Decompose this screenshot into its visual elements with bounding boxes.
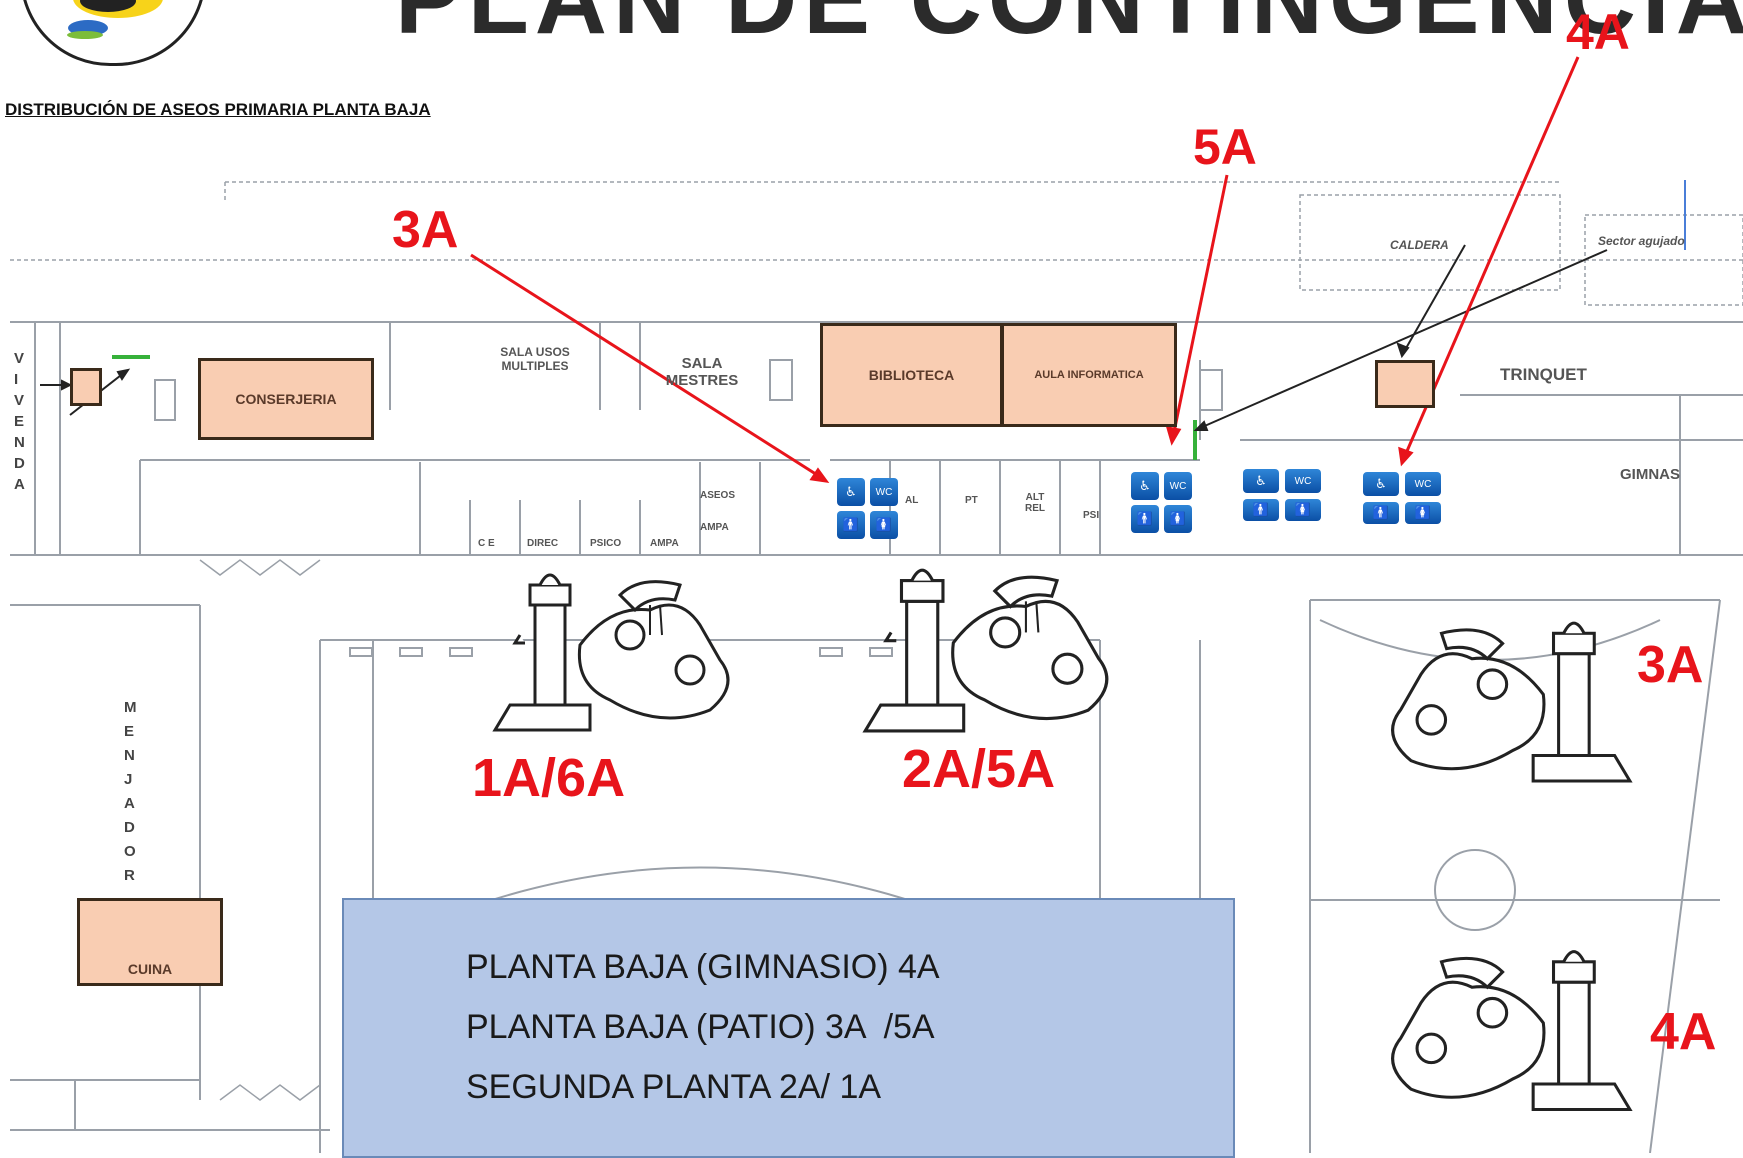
page-title: PLAN DE CONTINGENCIA [395, 0, 1743, 57]
room-aula-informatica: AULA INFORMATICA [1001, 323, 1177, 427]
info-line-1: PLANTA BAJA (GIMNASIO) 4A [466, 948, 940, 986]
info-line-2: PLANTA BAJA (PATIO) 3A /5A [466, 1008, 935, 1046]
marker-5a-arrow: 5A [1193, 119, 1257, 175]
room-cuina: CUINA [77, 898, 223, 986]
plan-subtitle: DISTRIBUCIÓN DE ASEOS PRIMARIA PLANTA BA… [5, 100, 431, 119]
marker-4a-arrow: 4A [1566, 4, 1630, 60]
label-direc: DIREC [527, 538, 559, 549]
wheelchair-icon: ♿ [1363, 472, 1399, 496]
label-pt: PT [965, 495, 978, 506]
label-sala-mestres: SALA MESTRES [665, 355, 739, 389]
room-caldera-box [1375, 360, 1435, 408]
marker-3a-arrow: 3A [392, 201, 459, 259]
handwash-fountain-icon-1 [492, 573, 730, 732]
wheelchair-icon: ♿ [1243, 469, 1279, 493]
label-al: AL [905, 495, 919, 506]
man-icon: 🚹 [1243, 499, 1279, 521]
handwash-fountain-icon-3 [1391, 621, 1633, 783]
room-conserjeria: CONSERJERIA [198, 358, 374, 440]
toilet-group-4a: ♿ WC 🚹 🚺 [1363, 472, 1441, 524]
wc-icon: WC [1164, 472, 1192, 500]
handwash-fountain-icon-4 [1391, 950, 1633, 1112]
handwash-fountain-icon-2 [862, 568, 1109, 733]
label-ampa2: AMPA [650, 538, 679, 549]
label-ampa: AMPA [700, 522, 729, 533]
man-icon: 🚹 [837, 511, 865, 539]
woman-icon: 🚺 [1164, 505, 1192, 533]
woman-icon: 🚺 [870, 511, 898, 539]
label-caldera: CALDERA [1390, 238, 1449, 252]
label-alt-rel: ALT REL [1025, 492, 1045, 514]
wc-icon: WC [870, 478, 898, 506]
toilet-group-3a: ♿ WC 🚹 🚺 [837, 478, 898, 539]
marker-2a5a: 2A/5A [902, 739, 1056, 799]
label-sala-usos: SALA USOS MULTIPLES [500, 345, 570, 373]
toilet-group-5a: ♿ WC 🚹 🚺 [1131, 472, 1192, 533]
woman-icon: 🚺 [1405, 502, 1441, 524]
toilet-group-gym-1: ♿ WC 🚹 🚺 [1243, 469, 1321, 521]
woman-icon: 🚺 [1285, 499, 1321, 521]
label-psico: PSICO [590, 538, 622, 549]
label-psi: PSI [1083, 510, 1100, 521]
wc-icon: WC [1405, 472, 1441, 496]
wheelchair-icon: ♿ [1131, 472, 1159, 500]
marker-1a6a: 1A/6A [472, 748, 626, 808]
room-small-vivenda [70, 368, 102, 406]
info-line-3: SEGUNDA PLANTA 2A/ 1A [466, 1068, 882, 1106]
marker-right-3a: 3A [1637, 636, 1704, 694]
label-trinquet: TRINQUET [1500, 365, 1587, 384]
wheelchair-icon: ♿ [837, 478, 865, 506]
wc-icon: WC [1285, 469, 1321, 493]
room-biblioteca: BIBLIOTECA [820, 323, 1003, 427]
label-ce: C E [478, 538, 495, 549]
label-aseos: ASEOS [700, 490, 736, 501]
man-icon: 🚹 [1363, 502, 1399, 524]
label-sector: Sector agujado [1598, 234, 1685, 248]
info-box: PLANTA BAJA (GIMNASIO) 4A PLANTA BAJA (P… [342, 898, 1235, 1158]
man-icon: 🚹 [1131, 505, 1159, 533]
marker-right-4a: 4A [1650, 1003, 1717, 1061]
label-gimnas: GIMNAS [1620, 466, 1680, 483]
